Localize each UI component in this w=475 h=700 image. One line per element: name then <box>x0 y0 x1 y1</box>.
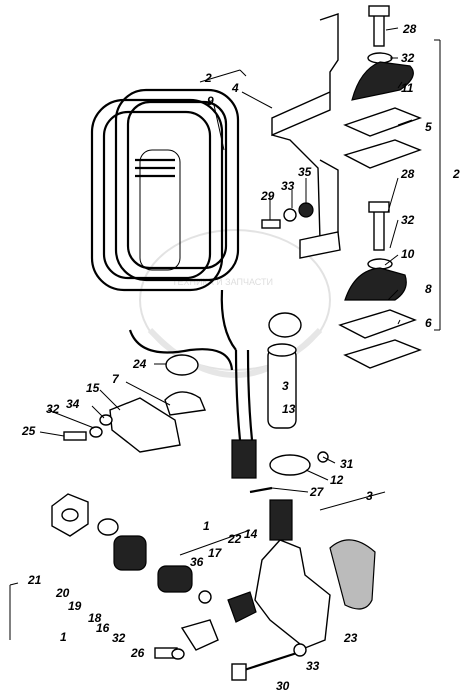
valve-body <box>227 499 376 681</box>
label-28: 28 <box>402 22 417 36</box>
label-10: 10 <box>401 247 415 261</box>
label-19: 19 <box>68 599 82 613</box>
label-30: 30 <box>276 679 290 693</box>
flex-hose <box>231 349 257 479</box>
label-31: 31 <box>340 457 354 471</box>
label-25: 25 <box>21 424 36 438</box>
label-15: 15 <box>86 381 100 395</box>
label-4: 4 <box>231 81 239 95</box>
label-23: 23 <box>343 631 358 645</box>
label-2-top: 2 <box>204 71 212 85</box>
label-12: 12 <box>330 473 344 487</box>
lower-clamp-assembly <box>338 201 422 369</box>
heater-radiator-9 <box>90 88 240 371</box>
label-20: 20 <box>55 586 70 600</box>
valve-parts-left <box>51 493 219 660</box>
bracket-fasteners <box>261 202 314 229</box>
watermark: ТЕХНИКА И ЗАПЧАСТИ <box>139 229 331 378</box>
watermark-text: ТЕХНИКА И ЗАПЧАСТИ <box>172 277 273 287</box>
label-2-right: 2 <box>452 167 460 181</box>
label-3-mid: 3 <box>282 379 289 393</box>
label-32-bottom: 32 <box>112 631 126 645</box>
label-1-mid: 1 <box>203 519 210 533</box>
part-labels: 28 32 11 5 2 28 32 10 8 6 2 9 4 29 33 35… <box>21 22 460 693</box>
label-1-bottom: 1 <box>60 630 67 644</box>
label-17: 17 <box>208 546 223 560</box>
label-33-bottom: 33 <box>306 659 320 673</box>
label-16: 16 <box>96 621 110 635</box>
label-28b: 28 <box>400 167 415 181</box>
label-14: 14 <box>244 527 258 541</box>
label-32-left: 32 <box>46 402 60 416</box>
label-32: 32 <box>401 51 415 65</box>
label-7: 7 <box>112 372 120 386</box>
label-22: 22 <box>227 532 242 546</box>
label-21: 21 <box>27 573 42 587</box>
label-27: 27 <box>309 485 325 499</box>
label-34: 34 <box>66 397 80 411</box>
label-9: 9 <box>207 94 214 108</box>
bracket-4 <box>271 13 341 259</box>
label-36: 36 <box>190 555 204 569</box>
group-brackets <box>9 39 441 640</box>
label-29: 29 <box>260 189 275 203</box>
label-26: 26 <box>130 646 145 660</box>
leader-lines <box>39 27 413 493</box>
label-24: 24 <box>132 357 147 371</box>
label-8: 8 <box>425 282 432 296</box>
hose-clamps <box>249 312 329 494</box>
label-6: 6 <box>425 316 432 330</box>
label-35: 35 <box>298 165 312 179</box>
label-13: 13 <box>282 402 296 416</box>
label-5: 5 <box>425 120 432 134</box>
label-32b: 32 <box>401 213 415 227</box>
label-33-top: 33 <box>281 179 295 193</box>
label-3-bottom: 3 <box>366 489 373 503</box>
label-11: 11 <box>401 81 414 95</box>
upper-clamp-assembly <box>343 5 422 169</box>
label-18: 18 <box>88 611 102 625</box>
left-clamp-assembly <box>63 354 206 453</box>
